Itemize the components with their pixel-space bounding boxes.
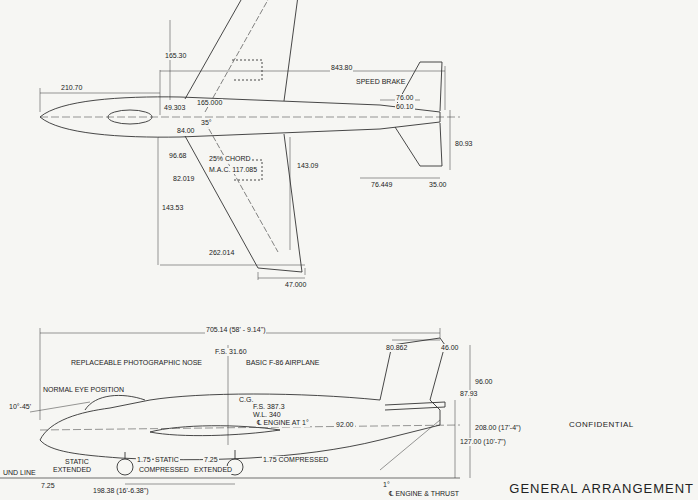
canopy-side [85, 395, 145, 410]
dimension-label: F.S. 387.3 [252, 403, 286, 411]
wing-lower [185, 134, 302, 272]
dimension-label: 96.00 [474, 378, 494, 386]
dimension-label: ℄ ENGINE & THRUST [388, 490, 460, 498]
dimension-label: EXTENDED [193, 466, 233, 474]
dimension-label: STATIC [64, 458, 90, 466]
dimension-label: W.L. 340 [252, 411, 282, 419]
dimension-label: 262.014 [208, 249, 235, 257]
dimension-label: REPLACEABLE PHOTOGRAPHIC NOSE [70, 359, 203, 367]
wing-upper [185, 0, 302, 101]
dimension-label: 7.25 [203, 456, 219, 464]
dimension-label: 165.30 [164, 52, 187, 60]
dimension-label: 82.019 [172, 175, 195, 183]
dimension-label: 1.75 [136, 456, 152, 464]
dimension-label: 46.00 [440, 344, 460, 352]
dimension-label: M.A.C. 117.085 [208, 166, 258, 174]
dimension-label: SPEED BRAKE [355, 78, 406, 86]
dimension-label: 143.09 [296, 162, 319, 170]
dimension-label: COMPRESSED [138, 466, 190, 474]
classification-mark: CONFIDENTIAL [568, 421, 635, 429]
dimension-label: 198.38 (16'-6.38") [92, 487, 150, 495]
dimension-label: 80.93 [454, 140, 474, 148]
dimension-label: 84.00 [176, 127, 196, 135]
dimension-label: 705.14 (58' - 9.14") [205, 326, 266, 334]
stab-side [385, 402, 445, 410]
dimension-label: 10°-45' [8, 403, 32, 411]
dimension-label: 1.75 COMPRESSED [262, 456, 329, 464]
dimension-label: ℄ ENGINE AT 1° [256, 419, 310, 427]
dimension-label: EXTENDED [52, 466, 92, 474]
dimension-label: 165.000 [196, 99, 223, 107]
dimension-label: 25% CHORD [208, 155, 252, 163]
dimension-label: 87.93 [459, 390, 479, 398]
dimension-label: 208.00 (17'-4") [474, 424, 522, 432]
dimension-label: 92.00 [335, 421, 355, 429]
dimension-label: NORMAL EYE POSITION [42, 386, 125, 394]
dimension-label: STATIC [154, 456, 180, 464]
dimension-label: 60.10 [395, 103, 415, 111]
dimension-lines-side [30, 328, 470, 484]
dimension-label: UND LINE [2, 469, 37, 477]
dimension-label: 7.25 [40, 482, 56, 490]
dimension-label: BASIC F-86 AIRPLANE [245, 359, 321, 367]
dimension-label: 76.00 [395, 94, 415, 102]
dimension-label: 127.00 (10'-7") [459, 438, 507, 446]
nose-wheel [117, 459, 133, 475]
dimension-label: 76.449 [370, 181, 393, 189]
dimension-label: 143.53 [161, 204, 184, 212]
chord-line [205, 0, 278, 252]
dimension-label: 35° [200, 119, 213, 127]
fuselage-side [40, 338, 445, 460]
dimension-label: 35.00 [428, 181, 448, 189]
drawing-title: GENERAL ARRANGEMENT [509, 482, 694, 496]
dimension-label: 1° [382, 481, 391, 489]
dimension-label: 210.70 [60, 84, 83, 92]
dimension-label: F.S. 31.60 [214, 348, 248, 356]
dimension-label: 96.68 [168, 152, 188, 160]
dimension-lines [40, 20, 460, 280]
dimension-label: 47.000 [284, 281, 307, 289]
dimension-label: 49.303 [163, 104, 186, 112]
dimension-label: 80.862 [385, 344, 408, 352]
ground-line [0, 478, 460, 479]
dimension-label: 843.80 [330, 64, 353, 72]
